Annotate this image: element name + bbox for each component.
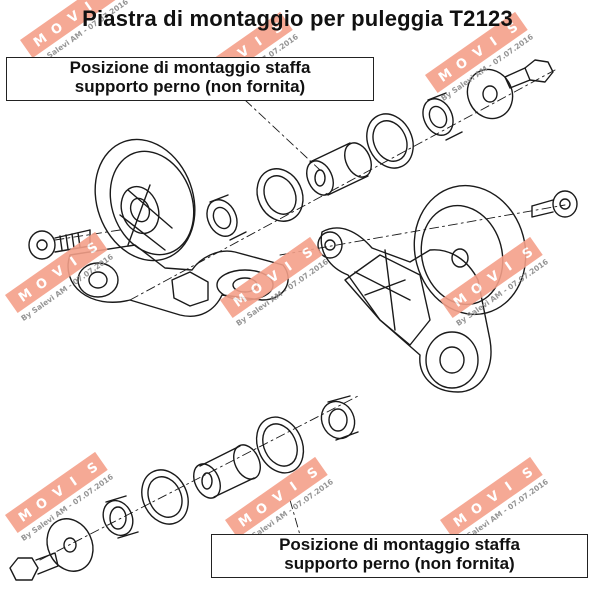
watermark-letter: S xyxy=(100,0,116,2)
bushing-top xyxy=(422,92,463,141)
bushing-left xyxy=(206,194,247,241)
diagram-title: Piastra di montaggio per puleggia T2123 xyxy=(82,6,513,31)
ring-top-2 xyxy=(256,168,304,222)
callout-bottom-line2: supporto perno (non fornita) xyxy=(284,554,515,573)
bolt-right xyxy=(531,190,578,218)
ring-lower-2 xyxy=(141,469,189,525)
bushing-lower xyxy=(320,395,359,441)
pulley-right xyxy=(413,184,527,316)
bolt-bottom-left xyxy=(9,552,59,581)
sleeve-lower xyxy=(193,444,261,499)
callout-top-line2: supporto perno (non fornita) xyxy=(74,77,306,96)
sleeve-top xyxy=(306,142,372,196)
bushing-lower-2 xyxy=(102,495,139,539)
ring-lower xyxy=(255,416,305,474)
assembly-axis-lines xyxy=(39,69,566,561)
mounting-position-callout-top: Posizione di montaggio staffa supporto p… xyxy=(6,57,374,101)
washer-top xyxy=(466,68,514,120)
bolt-top-right xyxy=(504,59,554,89)
ring-top xyxy=(366,113,414,169)
pulley-left xyxy=(94,138,196,262)
bracket-right xyxy=(317,227,492,393)
callout-top-line1: Posizione di montaggio staffa xyxy=(69,58,311,77)
mounting-position-callout-bottom: Posizione di montaggio staffa supporto p… xyxy=(211,534,588,578)
callout-bottom-line1: Posizione di montaggio staffa xyxy=(279,535,520,554)
